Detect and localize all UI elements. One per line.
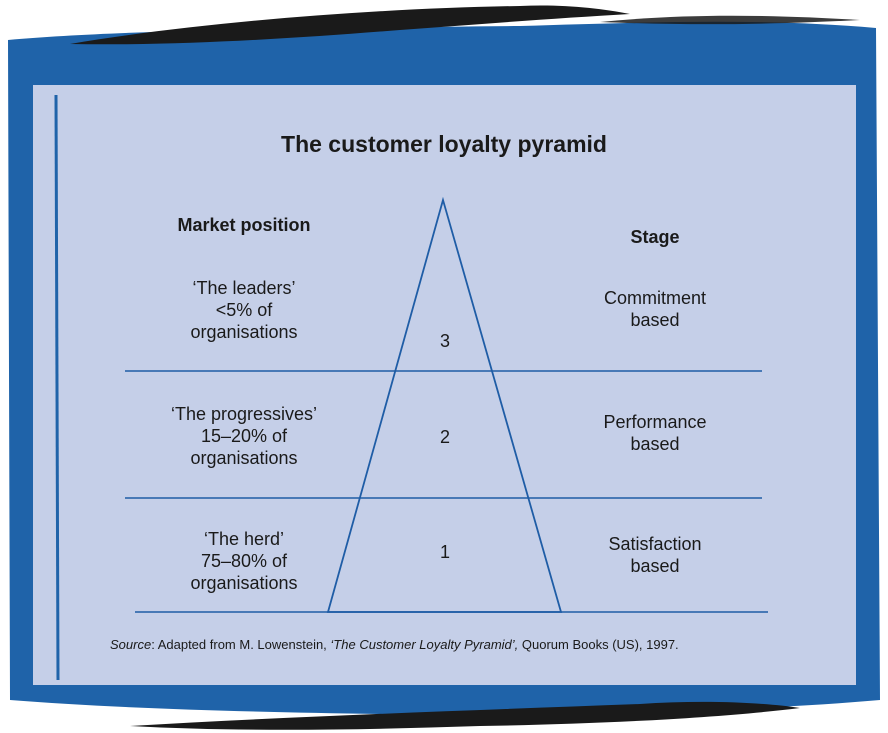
tier-1-market-line-3: organisations — [190, 573, 298, 593]
top-brush-stroke-right — [600, 15, 860, 25]
tier-3-number: 3 — [439, 331, 450, 351]
tier-1-number: 1 — [439, 542, 450, 562]
source-work-title: ‘The Customer Loyalty Pyramid’, — [330, 637, 519, 652]
tier-2-market-line-2: 15–20% of — [200, 426, 288, 446]
tier-3-stage-line-1: Commitment — [603, 288, 706, 308]
tier-1-stage-line-1: Satisfaction — [608, 534, 702, 554]
source-prefix: : Adapted from M. Lowenstein, — [151, 637, 331, 652]
tier-3-market-line-3: organisations — [190, 322, 298, 342]
bottom-brush-stroke — [130, 701, 800, 730]
tier-3-market-line-1: ‘The leaders’ — [192, 278, 296, 298]
market-position-header: Market position — [177, 215, 311, 235]
tier-3-market-label: ‘The leaders’ <5% of organisations — [124, 277, 364, 343]
tier-2-stage-line-2: based — [630, 434, 680, 454]
stage-header: Stage — [630, 227, 680, 247]
tier-2-stage-label: Performance based — [555, 411, 755, 455]
source-label: Source — [110, 637, 152, 652]
tier-3-market-line-2: <5% of — [215, 300, 273, 320]
source-publisher: Quorum Books (US), 1997. — [518, 637, 679, 652]
tier-2-market-line-3: organisations — [190, 448, 298, 468]
tier-1-stage-line-2: based — [630, 556, 680, 576]
tier-1-market-line-1: ‘The herd’ — [203, 529, 285, 549]
tier-3-stage-label: Commitment based — [555, 287, 755, 331]
tier-2-market-label: ‘The progressives’ 15–20% of organisatio… — [124, 403, 364, 469]
page-title: The customer loyalty pyramid — [281, 131, 607, 157]
tier-2-stage-line-1: Performance — [603, 412, 707, 432]
tier-1-market-line-2: 75–80% of — [200, 551, 288, 571]
tier-1-stage-label: Satisfaction based — [555, 533, 755, 577]
tier-2-market-line-1: ‘The progressives’ — [170, 404, 318, 424]
source-citation: Source: Adapted from M. Lowenstein, ‘The… — [110, 637, 679, 652]
panel-background — [33, 85, 856, 685]
loyalty-pyramid — [326, 196, 563, 613]
tier-3-stage-line-2: based — [630, 310, 680, 330]
tier-2-number: 2 — [439, 427, 450, 447]
tier-1-market-label: ‘The herd’ 75–80% of organisations — [124, 528, 364, 594]
top-brush-stroke — [70, 5, 630, 45]
left-inner-rule — [54, 94, 60, 681]
